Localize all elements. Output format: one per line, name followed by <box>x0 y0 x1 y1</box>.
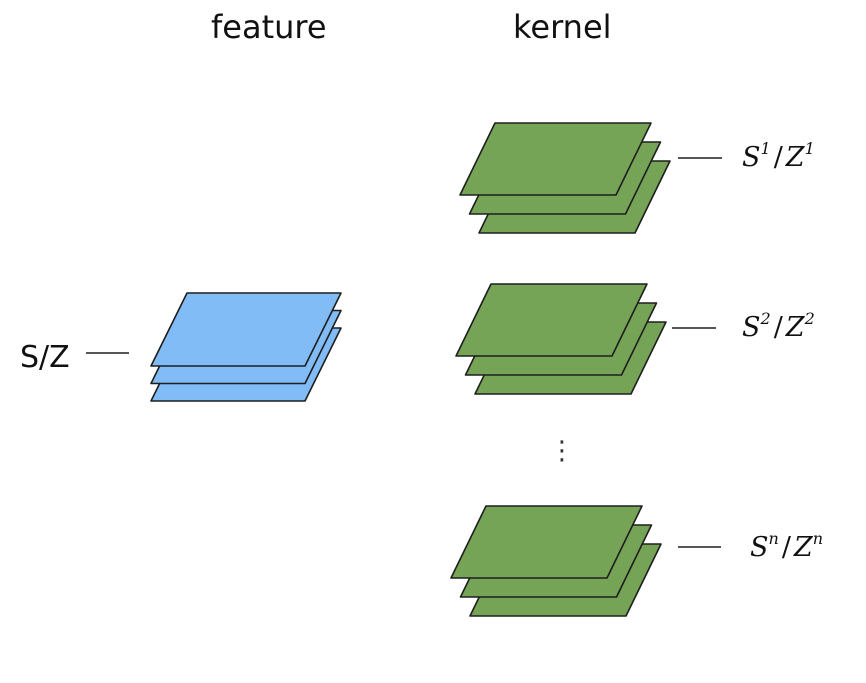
kernel-label-n-sep: / <box>781 532 791 563</box>
feature-stack <box>150 292 342 402</box>
kernel-label-2-exp1: 2 <box>760 309 771 328</box>
kernel-label-2-sep: / <box>773 312 783 343</box>
kernel-stack-2 <box>455 283 667 395</box>
kernel-label-n-base2: Z <box>793 532 813 563</box>
kernel-stack-n-layer-1 <box>450 505 643 579</box>
kernel-heading: kernel <box>513 8 612 46</box>
kernel-label-2-base1: S <box>742 312 761 343</box>
kernel-label-1-sep: / <box>773 142 783 173</box>
kernel-label-2: S2/Z2 <box>742 309 815 344</box>
kernel-stack-1 <box>459 122 671 234</box>
kernel-label-n-exp1: n <box>768 529 779 548</box>
kernel-label-1-exp1: 1 <box>760 139 771 158</box>
feature-stack-layer-1 <box>150 292 342 367</box>
kernel-label-1-exp2: 1 <box>804 139 815 158</box>
kernel-label-1-base2: Z <box>785 142 805 173</box>
kernel-label-1-base1: S <box>742 142 761 173</box>
kernel-label-2-base2: Z <box>785 312 805 343</box>
kernel-label-n-base1: S <box>750 532 769 563</box>
feature-heading: feature <box>211 8 327 46</box>
kernel-label-n: Sn/Zn <box>750 529 823 564</box>
kernel-label-2-exp2: 2 <box>804 309 815 328</box>
kernel-label-1: S1/Z1 <box>742 139 815 174</box>
kernel-stack-1-layer-1 <box>459 122 652 196</box>
kernel-stack-2-layer-1 <box>455 283 648 357</box>
kernel-stack-n <box>450 505 662 617</box>
feature-label: S/Z <box>20 340 70 375</box>
kernel-ellipsis: ⋮ <box>549 436 575 466</box>
kernel-label-n-exp2: n <box>812 529 823 548</box>
